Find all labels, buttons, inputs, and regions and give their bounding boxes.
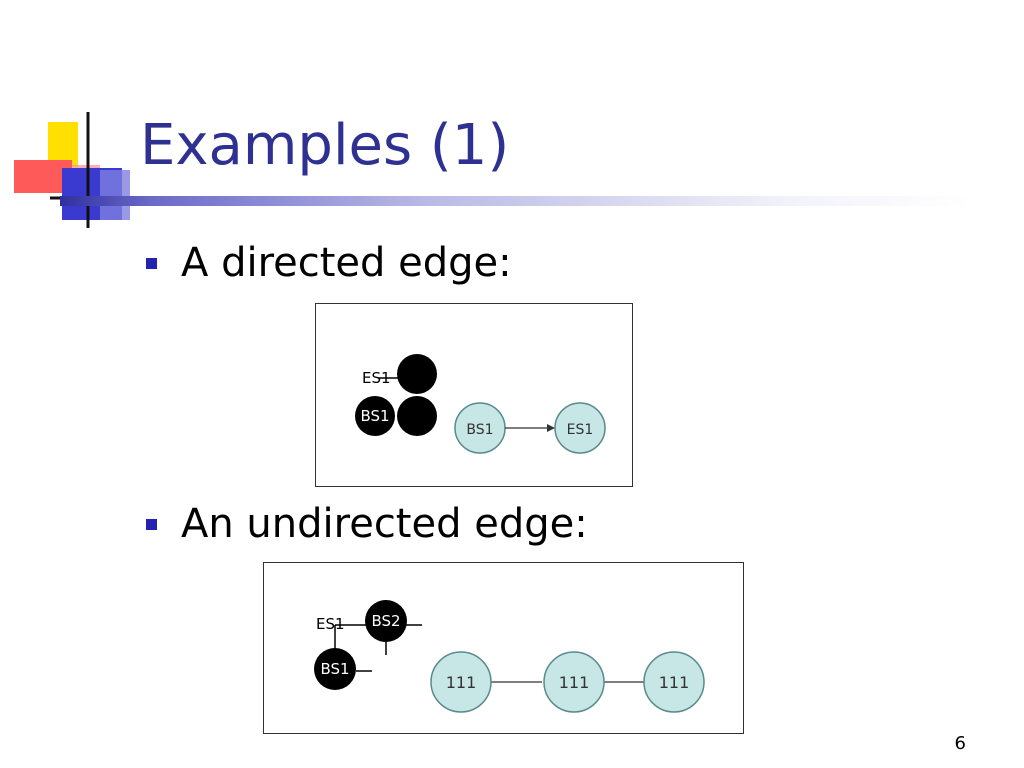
palette-bs-label: BS1 bbox=[360, 407, 389, 425]
page-number: 6 bbox=[954, 733, 966, 754]
directed-edge-figure: ES1 BS1 BS1 ES1 bbox=[315, 303, 633, 487]
arrowhead-icon bbox=[547, 424, 555, 432]
directed-edge-diagram: ES1 BS1 BS1 ES1 bbox=[355, 354, 606, 454]
bullet-directed-edge: A directed edge: bbox=[146, 240, 512, 286]
title-underline bbox=[60, 196, 970, 206]
palette-bs2-node bbox=[397, 396, 437, 436]
node-label: 111 bbox=[559, 673, 590, 692]
node-111-b bbox=[543, 651, 605, 713]
node-111-a bbox=[430, 651, 492, 713]
palette-bs1-node bbox=[314, 648, 356, 690]
bullet-text: An undirected edge: bbox=[181, 501, 588, 547]
palette-es-label: ES1 bbox=[316, 615, 345, 633]
palette-es-label: ES1 bbox=[362, 369, 391, 387]
undirected-edge-diagram: ES1 BS2 BS1 111 111 111 bbox=[314, 600, 705, 713]
bullet-marker bbox=[146, 257, 157, 269]
node-label: 111 bbox=[659, 673, 690, 692]
palette-bs2-node bbox=[365, 600, 407, 642]
palette-bs1-label: BS1 bbox=[320, 660, 349, 678]
node-es1-label: ES1 bbox=[567, 422, 594, 438]
node-bs1-label: BS1 bbox=[466, 422, 493, 438]
palette-bs-node bbox=[355, 396, 395, 436]
node-label: 111 bbox=[446, 673, 477, 692]
slide-title: Examples (1) bbox=[140, 113, 510, 178]
bullet-undirected-edge: An undirected edge: bbox=[146, 501, 588, 547]
slide-logo-graphic bbox=[14, 112, 130, 228]
undirected-edge-figure: ES1 BS2 BS1 111 111 111 bbox=[263, 562, 744, 734]
palette-es-node bbox=[397, 354, 437, 394]
bullet-text: A directed edge: bbox=[181, 240, 512, 286]
palette-bs2-label: BS2 bbox=[371, 612, 400, 630]
node-111-c bbox=[643, 651, 705, 713]
bullet-marker bbox=[146, 518, 157, 530]
